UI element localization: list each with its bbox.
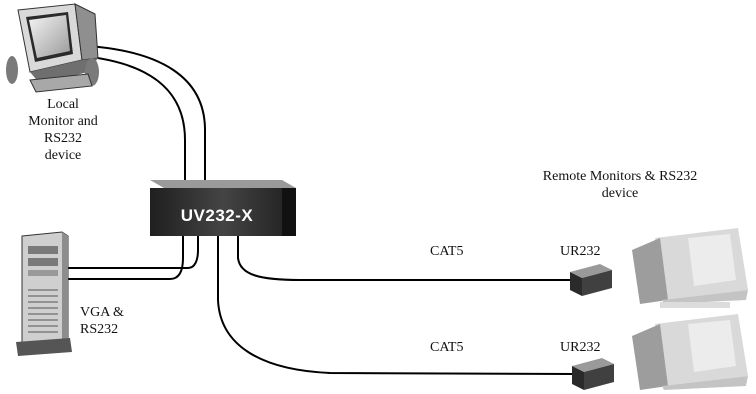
cat5-label-1: CAT5: [430, 244, 464, 259]
device-name-label: UV232-X: [180, 206, 254, 225]
ur232-label-1: UR232: [560, 244, 601, 259]
ur232-label-2: UR232: [560, 340, 601, 355]
cable-local-b: [69, 44, 206, 184]
computer-tower-icon: [16, 231, 72, 356]
local-monitor-label: Local Monitor and RS232 device: [28, 97, 98, 163]
cable-remote-1: [237, 236, 575, 281]
remote-monitors-label: Remote Monitors & RS232 device: [542, 169, 698, 201]
ur232-unit-2: [572, 358, 614, 390]
uv232-x-unit: [150, 180, 296, 236]
cable-local-a: [69, 54, 186, 184]
local-monitor-icon: [6, 3, 99, 93]
cable-vga-b: [68, 236, 199, 269]
cable-vga-a: [68, 236, 184, 280]
vga-rs232-label: VGA & RS232: [80, 305, 124, 337]
cable-remote-2: [217, 236, 576, 375]
remote-monitor-1-icon: [632, 228, 748, 308]
ur232-unit-1: [570, 264, 612, 296]
cables: [68, 44, 576, 375]
cat5-label-2: CAT5: [430, 340, 464, 355]
remote-monitor-2-icon: [632, 314, 748, 390]
